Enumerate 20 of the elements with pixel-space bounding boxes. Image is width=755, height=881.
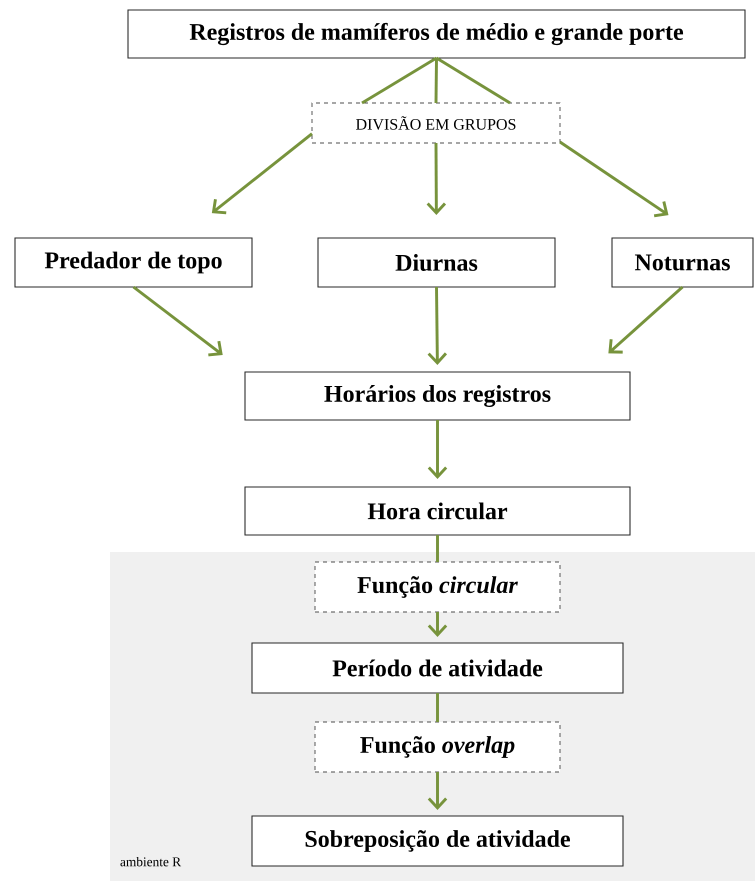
arrow (559, 140, 668, 218)
arrow (428, 612, 448, 637)
process-box: Sobreposição de atividade (251, 815, 624, 867)
process-box: Diurnas (317, 237, 556, 288)
arrow (428, 772, 448, 810)
arrow (428, 287, 448, 365)
group-division-box: DIVISÃO EM GRUPOS (312, 102, 560, 144)
process-box: Noturnas (611, 237, 754, 288)
process-box: Horários dos registros (244, 371, 631, 421)
function-box: Função overlap (314, 722, 560, 772)
arrow (426, 143, 446, 215)
process-box: Hora circular (244, 486, 631, 536)
arrow (212, 132, 313, 214)
function-box: Função circular (314, 562, 560, 612)
arrow (428, 420, 448, 479)
process-box: Registros de mamíferos de médio e grande porte (127, 9, 746, 59)
arrow (132, 286, 223, 356)
arrow (608, 286, 684, 354)
process-box: Período de atividade (251, 642, 624, 694)
process-box: Predador de topo (14, 237, 253, 288)
